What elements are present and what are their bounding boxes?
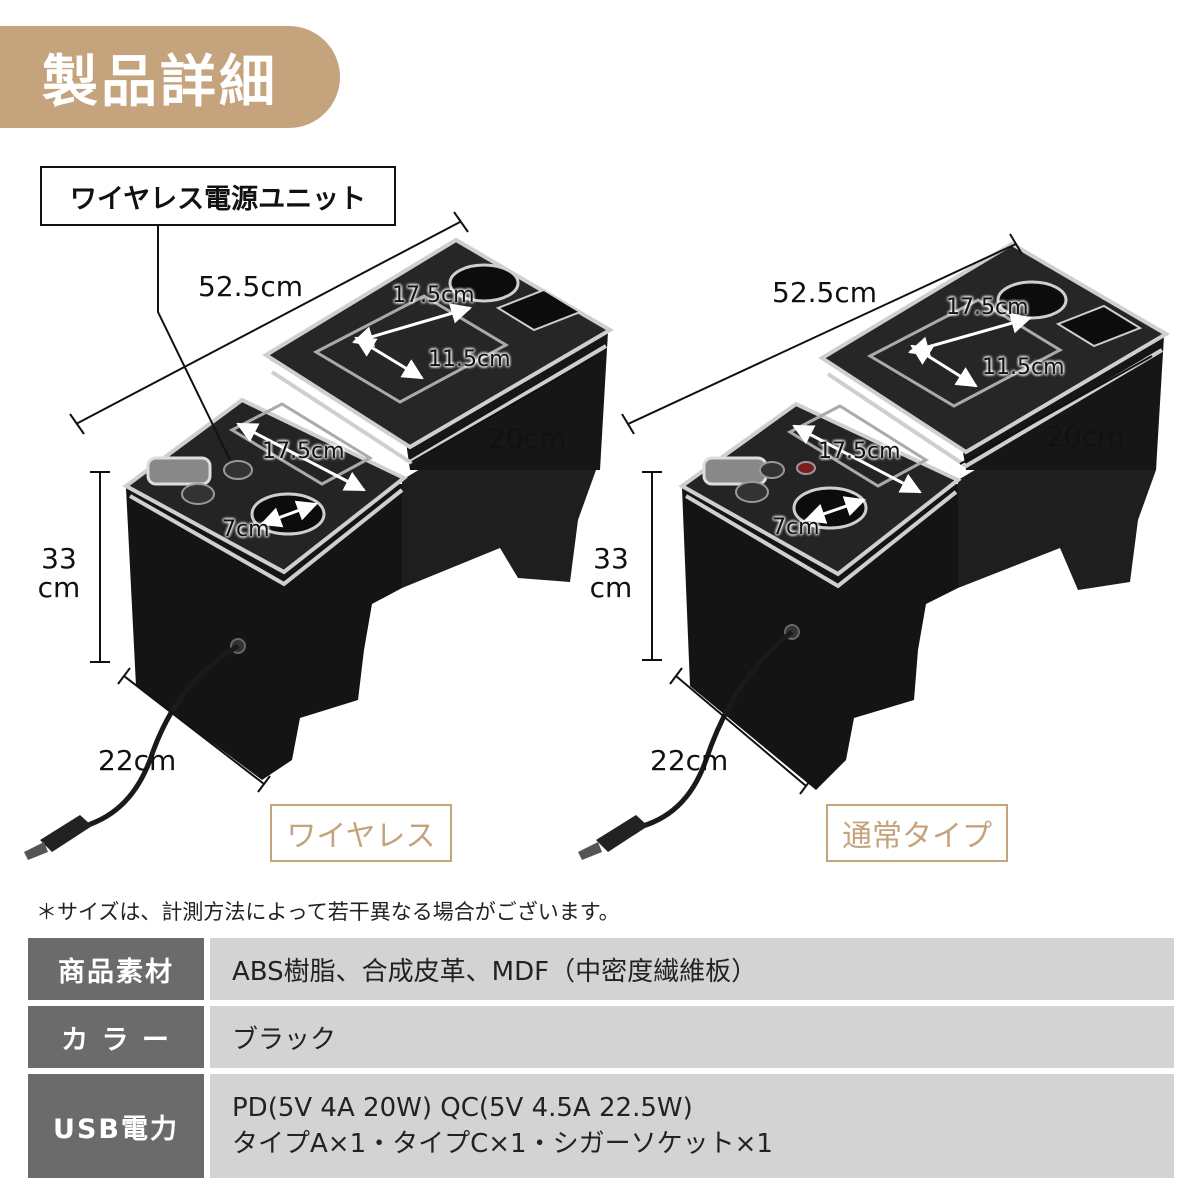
spec-value: ABS樹脂、合成皮革、MDF（中密度繊維板） bbox=[210, 938, 1174, 1000]
spec-row-material: 商品素材 ABS樹脂、合成皮革、MDF（中密度繊維板） bbox=[28, 938, 1174, 1000]
right-front-tray-label: 17.5cm bbox=[818, 439, 901, 464]
left-height-number: 33 bbox=[41, 542, 77, 575]
left-depth-label: 20cm bbox=[488, 422, 567, 455]
left-tray-width-label: 11.5cm bbox=[428, 347, 511, 372]
section-title: 製品詳細 bbox=[42, 49, 278, 115]
variant-label-standard: 通常タイプ bbox=[826, 804, 1008, 862]
spec-value: PD(5V 4A 20W) QC(5V 4.5A 22.5W) タイプA×1・タ… bbox=[210, 1074, 1174, 1178]
spec-value-line: タイプA×1・タイプC×1・シガーソケット×1 bbox=[232, 1128, 773, 1159]
right-length-label: 52.5cm bbox=[772, 276, 878, 309]
spec-value-line: PD(5V 4A 20W) QC(5V 4.5A 22.5W) bbox=[232, 1092, 693, 1123]
right-tray-width-label: 11.5cm bbox=[982, 355, 1065, 380]
wireless-unit-callout: ワイヤレス電源ユニット bbox=[40, 166, 396, 226]
spec-value-line: ABS樹脂、合成皮革、MDF（中密度繊維板） bbox=[232, 956, 758, 987]
right-cup-label: 7cm bbox=[772, 515, 820, 540]
left-length-label: 52.5cm bbox=[198, 270, 304, 303]
spec-row-color: カ ラ ー ブラック bbox=[28, 1006, 1174, 1068]
right-console bbox=[578, 233, 1170, 860]
right-depth-label: 20cm bbox=[1046, 420, 1125, 453]
spec-label: カ ラ ー bbox=[28, 1006, 204, 1068]
left-front-tray-label: 17.5cm bbox=[262, 439, 345, 464]
left-console bbox=[24, 211, 614, 860]
left-height-label: 33 cm bbox=[34, 544, 84, 603]
right-height-number: 33 bbox=[593, 542, 629, 575]
left-height-unit: cm bbox=[37, 571, 81, 605]
section-title-tab: 製品詳細 bbox=[0, 26, 340, 128]
right-base-width-label: 22cm bbox=[650, 744, 729, 777]
spec-value: ブラック bbox=[210, 1006, 1174, 1068]
left-tray-length-label: 17.5cm bbox=[392, 283, 475, 308]
variant-label-wireless: ワイヤレス bbox=[270, 804, 452, 862]
left-cup-label: 7cm bbox=[222, 517, 270, 542]
right-height-label: 33 cm bbox=[586, 544, 636, 603]
right-height-unit: cm bbox=[589, 571, 633, 605]
product-illustration bbox=[24, 211, 1170, 860]
spec-value-line: ブラック bbox=[232, 1024, 337, 1055]
right-tray-length-label: 17.5cm bbox=[946, 295, 1029, 320]
spec-label: 商品素材 bbox=[28, 938, 204, 1000]
spec-label: USB電力 bbox=[28, 1074, 204, 1178]
left-base-width-label: 22cm bbox=[98, 744, 177, 777]
size-note: ＊サイズは、計測方法によって若干異なる場合がございます。 bbox=[36, 900, 620, 924]
spec-row-usb-power: USB電力 PD(5V 4A 20W) QC(5V 4.5A 22.5W) タイ… bbox=[28, 1074, 1174, 1178]
